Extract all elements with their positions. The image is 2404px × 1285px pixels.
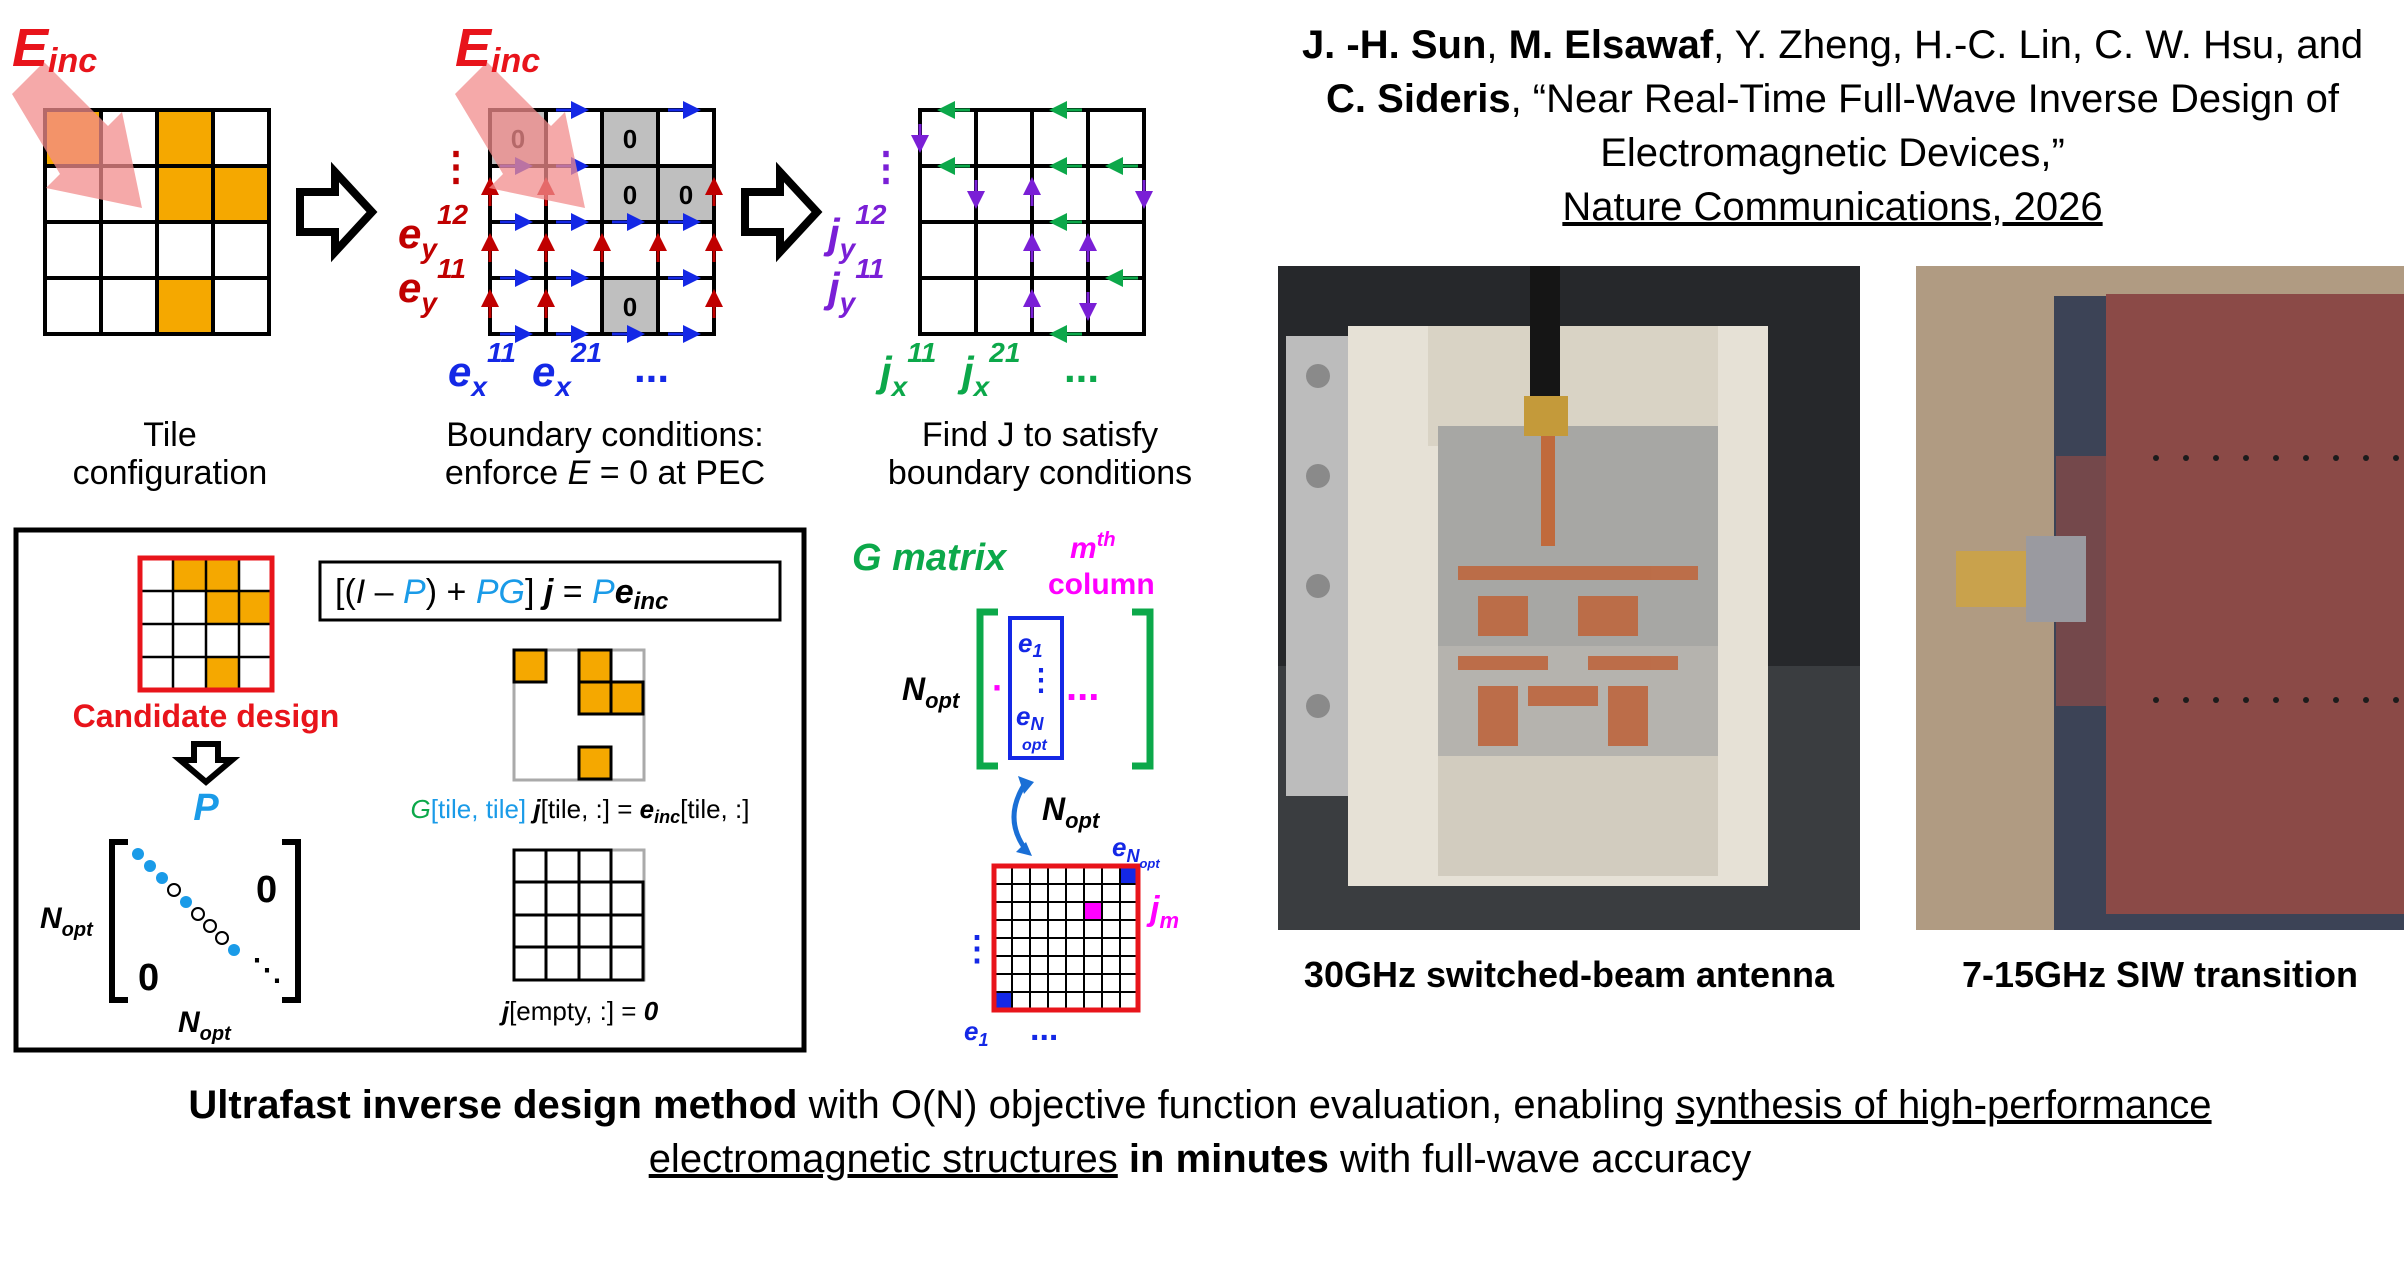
jy-current-arrows: [911, 124, 1153, 321]
j-empty-equation: j[empty, :] = 0: [499, 996, 659, 1026]
caption-line: enforce E = 0 at PEC: [444, 454, 766, 492]
enopt-label: eNopt: [1112, 832, 1160, 871]
g-matrix-diagram: G matrix mth column Nopt · ... e1 ⋮ eN o…: [852, 529, 1179, 1050]
caption-find-j: Find J to satisfy boundary conditions: [840, 416, 1240, 492]
author-2: M. Elsawaf: [1508, 23, 1714, 67]
e1-bottom-label: e1: [964, 1016, 988, 1050]
antenna-photo: [1278, 266, 1860, 930]
summary-text: Ultrafast inverse design method with O(N…: [188, 1083, 2212, 1181]
horizontal-ellipsis: ...: [634, 344, 669, 391]
ey12-label: ey12: [398, 199, 469, 264]
occupied-tiles-grid: [512, 648, 646, 782]
caption-boundary-conditions: Boundary conditions: enforce E = 0 at PE…: [400, 416, 810, 492]
bottom-ellipsis: ...: [1030, 1010, 1058, 1048]
candidate-design-grid: [137, 555, 275, 693]
jx21-label: jx21: [957, 337, 1020, 402]
empty-tiles-grid: [512, 848, 646, 982]
svg-text:⋱: ⋱: [252, 954, 282, 987]
nopt-row-label: Nopt: [40, 902, 94, 941]
ex11-label: ex11: [448, 337, 516, 402]
ey-field-arrows: [481, 177, 723, 318]
column-label: column: [1048, 568, 1155, 601]
citation: J. -H. Sun, M. Elsawaf, Y. Zheng, H.-C. …: [1301, 23, 2364, 229]
einc-label-2: Einc: [455, 18, 540, 80]
matrix-zero-upper: 0: [256, 869, 277, 911]
main-equation: [(I – P) + PG] j = Peinc: [335, 573, 668, 615]
vertical-ellipsis: ⋮: [866, 145, 906, 189]
down-arrow: [171, 741, 241, 786]
jx-current-arrows: [937, 101, 1138, 343]
caption-line: configuration: [72, 454, 268, 492]
vdots: ⋮: [1026, 664, 1056, 697]
caption-line: Find J to satisfy: [921, 416, 1159, 454]
next-step-arrow-2: [741, 161, 823, 263]
nopt-label: Nopt: [902, 671, 961, 713]
design-grid-8x8: [991, 863, 1141, 1013]
siw-caption: 7-15GHz SIW transition: [1961, 954, 2359, 995]
en-subsub-label: opt: [1022, 737, 1048, 754]
incident-wave-arrow-2: [455, 62, 585, 208]
summary-bold: Ultrafast inverse design method: [188, 1083, 798, 1127]
ey11-label: ey11: [398, 253, 466, 318]
magenta-ellipsis: ...: [1066, 665, 1099, 709]
g-matrix-left-bracket: [976, 608, 998, 770]
einc-label-1: Einc: [12, 18, 97, 80]
boundary-condition-diagram: Einc 0 0 0 0 0: [12, 18, 1153, 402]
jy11-label: jy11: [823, 253, 884, 318]
caption-line: Boundary conditions:: [446, 416, 764, 454]
pec-zero: 0: [623, 180, 637, 210]
author-corresponding: C. Sideris: [1326, 77, 1511, 121]
horizontal-ellipsis: ...: [1064, 344, 1099, 391]
candidate-design-label: Candidate design: [73, 698, 340, 734]
vertical-ellipsis: ⋮: [436, 145, 476, 189]
caption-line: boundary conditions: [887, 454, 1193, 492]
jx11-label: jx11: [875, 337, 936, 402]
matrix-zero-lower: 0: [138, 957, 159, 999]
g-tile-equation: G[tile, tile] j[tile, :] = einc[tile, :]: [411, 794, 750, 827]
ex21-label: ex21: [532, 337, 602, 402]
next-step-arrow-1: [296, 161, 378, 263]
p-matrix: ⋱ 0 0: [109, 839, 301, 1003]
mapping-arrow: [1011, 780, 1029, 852]
caption-line: Tile: [143, 416, 197, 454]
tile-grid-3: [911, 101, 1153, 343]
antenna-caption: 30GHz switched-beam antenna: [1303, 954, 1835, 995]
g-matrix-title: G matrix: [852, 537, 1008, 579]
incident-wave-arrow-1: [12, 62, 142, 208]
method-box: Candidate design P ⋱ 0 0 Nopt Nopt [(I –…: [13, 527, 807, 1053]
tile-grid-1: [43, 108, 271, 336]
nopt-col-label: Nopt: [178, 1006, 232, 1045]
pec-zero: 0: [623, 292, 637, 322]
jy12-label: jy12: [823, 199, 887, 264]
e1-label: e1: [1018, 628, 1042, 661]
pec-zero: 0: [679, 180, 693, 210]
journal-link[interactable]: Nature Communications, 2026: [1562, 185, 2103, 229]
mth-label: mth: [1070, 529, 1116, 565]
p-matrix-label: P: [193, 787, 219, 829]
summary-bold: in minutes: [1128, 1137, 1329, 1181]
g-matrix-right-bracket: [1132, 608, 1154, 770]
nopt-label-2: Nopt: [1042, 791, 1101, 833]
author-1: J. -H. Sun: [1301, 23, 1487, 67]
en-label: eN: [1016, 701, 1044, 734]
caption-tile-configuration: Tile configuration: [20, 416, 320, 492]
mth-column-box: [1008, 616, 1064, 760]
pec-zero: 0: [623, 124, 637, 154]
siw-transition-photo: [1916, 266, 2404, 930]
magenta-dot: ·: [992, 667, 1004, 708]
left-vdots: ⋮: [960, 930, 994, 968]
summary-underline: synthesis of high-performance electromag…: [648, 1083, 2212, 1181]
jm-label: jm: [1146, 890, 1179, 933]
